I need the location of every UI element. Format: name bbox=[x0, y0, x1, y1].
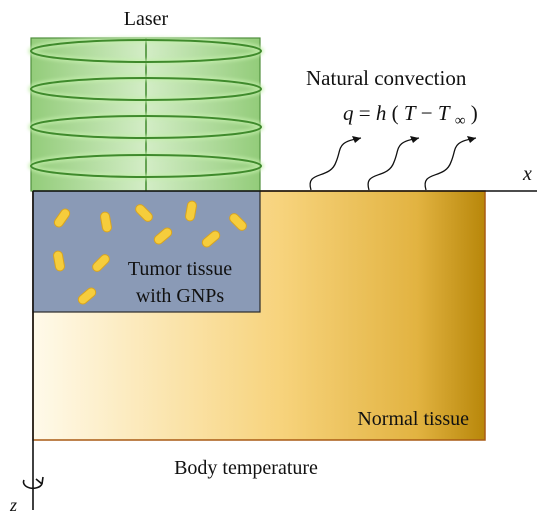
eq-close-paren: ) bbox=[471, 101, 478, 125]
eq-open-paren: ( bbox=[392, 101, 399, 125]
body-temperature-label: Body temperature bbox=[174, 457, 318, 479]
eq-minus: − bbox=[421, 101, 438, 125]
z-rotation-icon bbox=[22, 479, 43, 490]
gnp-particle bbox=[201, 230, 221, 248]
tumor-label-line1: Tumor tissue bbox=[128, 258, 232, 280]
laser-coil bbox=[28, 37, 264, 180]
eq-equals: = bbox=[359, 101, 376, 125]
eq-T: T bbox=[404, 101, 417, 125]
laser-label: Laser bbox=[124, 8, 169, 30]
convection-equation: q = h ( T − T ∞ ) bbox=[343, 101, 478, 130]
laser-coil-loop bbox=[30, 115, 262, 139]
laser-coil-loop bbox=[30, 39, 262, 63]
convection-arrows bbox=[309, 137, 477, 191]
convection-arrow bbox=[367, 137, 420, 191]
gnp-particle bbox=[229, 213, 247, 231]
gnp-particle bbox=[135, 204, 153, 222]
gnp-particle bbox=[100, 211, 112, 233]
z-axis-label: z bbox=[9, 495, 17, 515]
eq-h: h bbox=[376, 101, 387, 125]
gnp-particles bbox=[53, 200, 247, 305]
z-rotation-arrowhead bbox=[35, 476, 44, 485]
gnp-particle bbox=[153, 227, 173, 245]
convection-arrow bbox=[309, 137, 362, 191]
convection-arrowheads bbox=[352, 136, 476, 143]
natural-convection-label: Natural convection bbox=[306, 66, 467, 90]
gnp-particle bbox=[185, 200, 197, 222]
x-axis-label: x bbox=[522, 163, 532, 185]
convection-arrow bbox=[424, 137, 477, 191]
eq-T-infinity: T bbox=[438, 101, 451, 125]
gnp-particle bbox=[53, 250, 65, 272]
gnp-particle bbox=[92, 254, 110, 272]
tumor-label-line2: with GNPs bbox=[136, 285, 225, 307]
laser-coil-loop bbox=[30, 154, 262, 178]
laser-coil-loop bbox=[30, 77, 262, 101]
normal-tissue-label: Normal tissue bbox=[357, 408, 469, 430]
gnp-particle bbox=[77, 287, 97, 305]
eq-q: q bbox=[343, 101, 354, 125]
gnp-particle bbox=[53, 208, 71, 228]
eq-infinity-subscript: ∞ bbox=[455, 113, 466, 129]
